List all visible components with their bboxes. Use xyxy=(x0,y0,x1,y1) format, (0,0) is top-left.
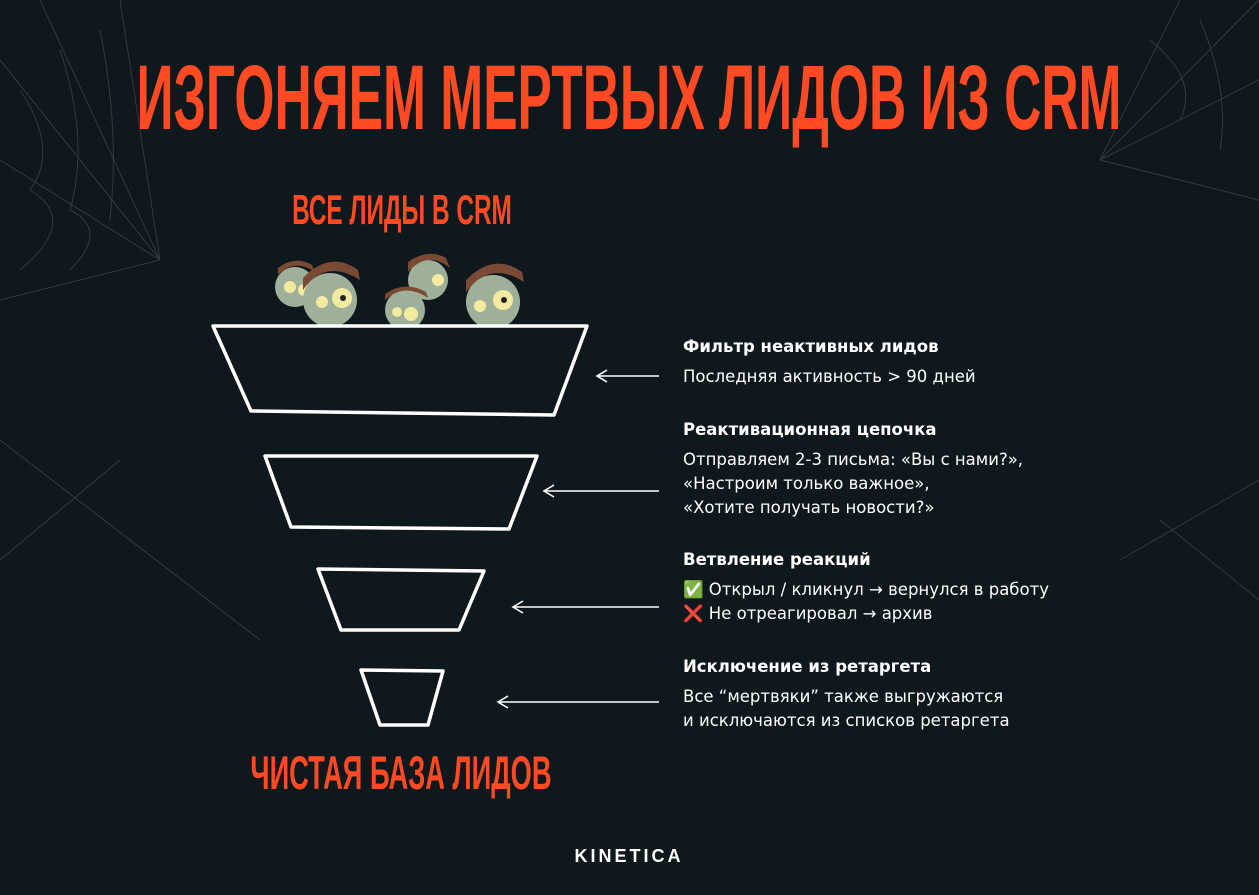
step-retarget-exclusion: Исключение из ретаргета Все “мертвяки” т… xyxy=(683,655,1010,733)
step-filter: Фильтр неактивных лидов Последняя активн… xyxy=(683,335,976,389)
arrow-icon xyxy=(542,484,659,498)
funnel-level-2 xyxy=(263,454,539,531)
brand-logo: KINETICA xyxy=(574,846,684,866)
arrow-icon xyxy=(496,695,659,709)
funnel-level-1 xyxy=(211,324,589,417)
funnel-bottom-label: ЧИСТАЯ БАЗА ЛИДОВ xyxy=(250,746,552,799)
step-text: Все “мертвяки” также выгружаются xyxy=(683,687,1004,706)
step-text: ✅ Открыл / кликнул → вернулся в работу xyxy=(683,580,1049,599)
step-heading: Фильтр неактивных лидов xyxy=(683,337,939,356)
page-title: ИЗГОНЯЕМ МЕРТВЫХ ЛИДОВ ИЗ CRM xyxy=(136,47,1122,149)
step-text: Отправляем 2-3 письма: «Вы с нами?», xyxy=(683,450,1024,469)
step-reactivation: Реактивационная цепочка Отправляем 2-3 п… xyxy=(683,418,1023,520)
arrow-icon xyxy=(595,369,659,383)
step-heading: Ветвление реакций xyxy=(683,550,871,569)
step-text: «Хотите получать новости?» xyxy=(683,498,935,517)
step-text: ❌ Не отреагировал → архив xyxy=(683,604,933,623)
funnel-level-4 xyxy=(359,668,445,727)
step-heading: Исключение из ретаргета xyxy=(683,657,932,676)
funnel-top-label: ВСЕ ЛИДЫ В CRM xyxy=(292,186,512,233)
step-text: «Настроим только важное», xyxy=(683,474,930,493)
zombie-heads-illustration xyxy=(275,253,524,330)
step-branching: Ветвление реакций ✅ Открыл / кликнул → в… xyxy=(683,548,1049,626)
arrow-icon xyxy=(511,600,659,614)
step-text: и исключаются из списков ретаргета xyxy=(683,711,1010,730)
funnel-level-3 xyxy=(316,567,486,632)
step-text: Последняя активность > 90 дней xyxy=(683,367,976,386)
step-heading: Реактивационная цепочка xyxy=(683,420,937,439)
